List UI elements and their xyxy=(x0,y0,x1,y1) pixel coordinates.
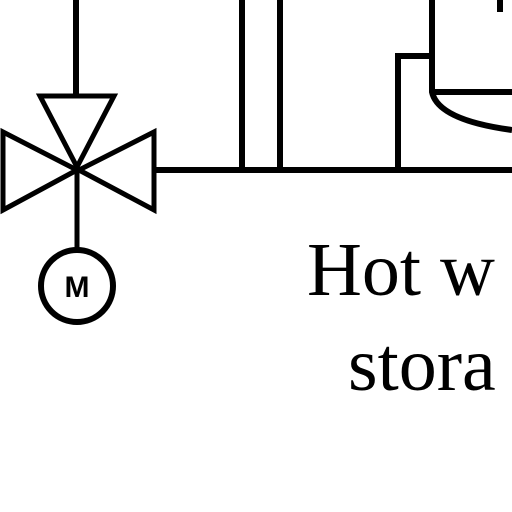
tank-outline xyxy=(429,0,512,133)
valve-top-triangle xyxy=(35,93,119,173)
motor-label: M xyxy=(65,271,90,304)
tank-connection-pipe xyxy=(395,53,432,170)
valve-left-triangle xyxy=(0,127,83,215)
tank-label-line2: stora xyxy=(348,323,496,407)
motor-actuator-icon: M xyxy=(38,247,116,325)
hot-water-storage-tank xyxy=(429,0,512,133)
tank-label-line1: Hot w xyxy=(307,228,495,312)
motor-circle xyxy=(38,247,116,325)
